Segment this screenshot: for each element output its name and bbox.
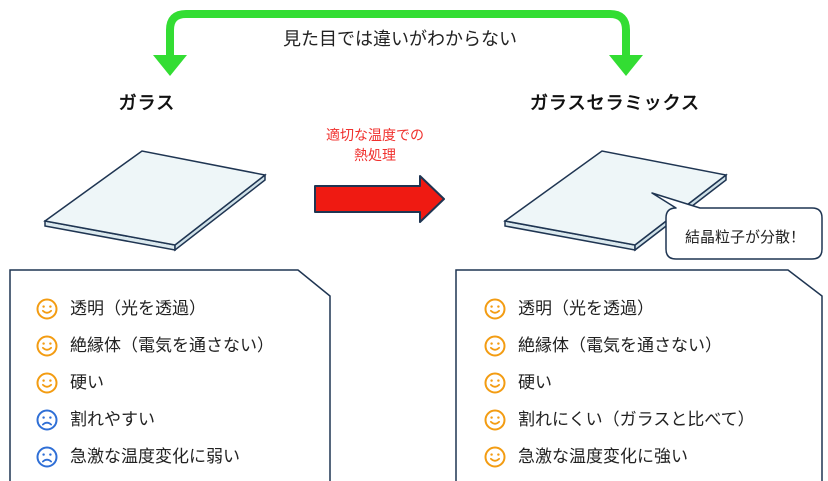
happy-face-icon (36, 298, 58, 319)
list-item: 割れにくい（ガラスと比べて） (484, 401, 824, 438)
property-text: 割れやすい (70, 409, 155, 430)
heat-arrow (314, 175, 445, 223)
property-text: 急激な温度変化に強い (518, 446, 688, 467)
comparison-label: 見た目では違いがわからない (283, 29, 517, 50)
list-item: 透明（光を透過） (484, 290, 824, 327)
glass-properties-panel (9, 269, 331, 481)
property-text: 絶縁体（電気を通さない） (518, 335, 722, 356)
happy-face-icon (484, 298, 506, 319)
glass-ceramic-title: ガラスセラミックス (529, 93, 701, 114)
happy-face-icon (484, 446, 506, 467)
glass-ceramic-properties-panel (455, 269, 823, 481)
happy-face-icon (36, 335, 58, 356)
happy-face-icon (484, 335, 506, 356)
list-item: 硬い (36, 364, 336, 401)
glass-plate (43, 150, 267, 252)
property-text: 硬い (70, 372, 104, 393)
heat-treatment-line-1: 適切な温度での (326, 128, 424, 144)
list-item: 絶縁体（電気を通さない） (36, 327, 336, 364)
list-item: 透明（光を透過） (36, 290, 336, 327)
heat-treatment-line-2: 熱処理 (354, 148, 396, 164)
happy-face-icon (484, 372, 506, 393)
property-text: 絶縁体（電気を通さない） (70, 335, 274, 356)
glass-properties-list: 透明（光を透過） 絶縁体（電気を通さない） 硬い (36, 290, 336, 475)
property-text: 透明（光を透過） (70, 298, 206, 319)
list-item: 割れやすい (36, 401, 336, 438)
sad-face-icon (36, 446, 58, 467)
crystal-callout-text: 結晶粒子が分散！ (684, 228, 805, 246)
glass-title: ガラス (118, 93, 176, 114)
list-item: 急激な温度変化に弱い (36, 438, 336, 475)
glass-ceramic-properties-list: 透明（光を透過） 絶縁体（電気を通さない） 硬い (484, 290, 824, 475)
heat-treatment-label: 適切な温度での 熱処理 (300, 126, 450, 166)
list-item: 急激な温度変化に強い (484, 438, 824, 475)
list-item: 絶縁体（電気を通さない） (484, 327, 824, 364)
property-text: 透明（光を透過） (518, 298, 654, 319)
sad-face-icon (36, 409, 58, 430)
property-text: 割れにくい（ガラスと比べて） (518, 409, 755, 430)
happy-face-icon (36, 372, 58, 393)
property-text: 急激な温度変化に弱い (70, 446, 240, 467)
list-item: 硬い (484, 364, 824, 401)
comparison-arrow (153, 10, 643, 76)
property-text: 硬い (518, 372, 552, 393)
happy-face-icon (484, 409, 506, 430)
crystal-callout (651, 192, 823, 260)
